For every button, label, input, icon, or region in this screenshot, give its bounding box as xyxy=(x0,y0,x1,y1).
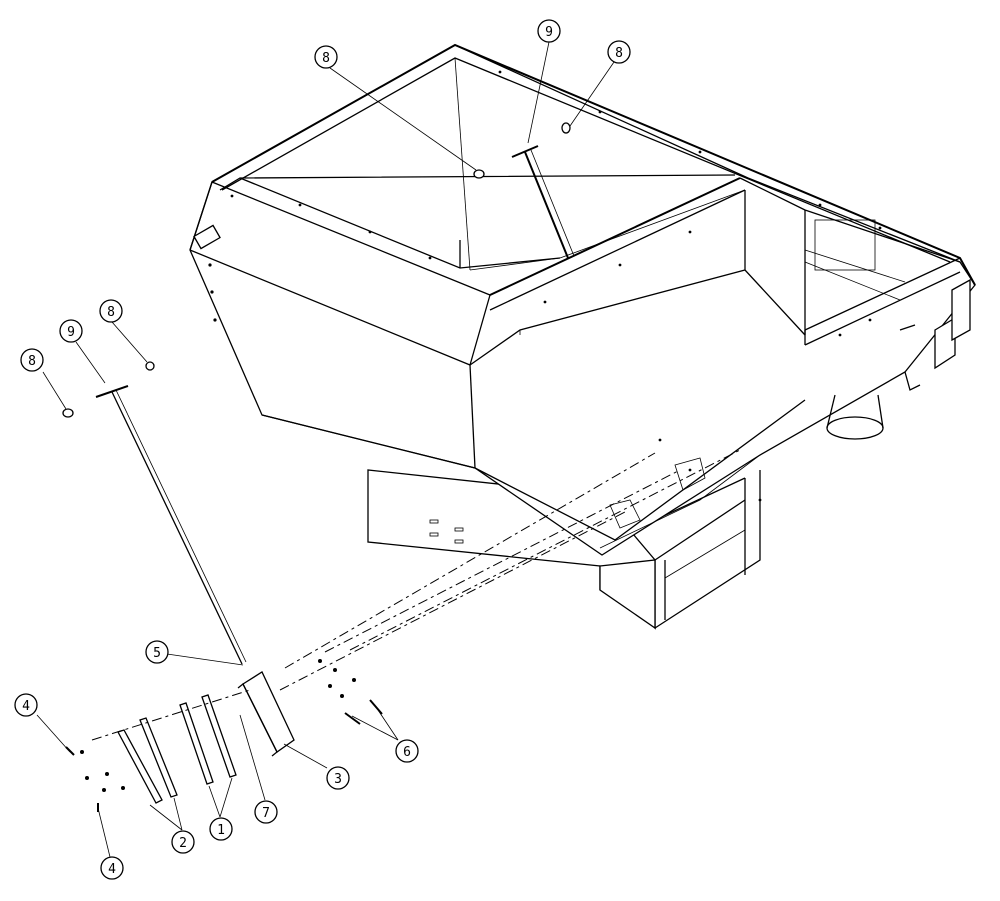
callout-7: 7 xyxy=(254,800,278,824)
handle-lug xyxy=(193,224,221,250)
rim-rivets xyxy=(208,70,882,502)
callout-number: 6 xyxy=(403,745,411,760)
callout-8-top-left: 8 xyxy=(314,45,338,69)
callout-2: 2 xyxy=(171,830,195,854)
discharge-spout xyxy=(826,394,884,440)
long-rod xyxy=(95,385,247,665)
callout-number: 1 xyxy=(217,823,225,838)
callout-8-left-upper: 8 xyxy=(99,299,123,323)
callout-number: 8 xyxy=(615,46,623,61)
callout-6: 6 xyxy=(395,739,419,763)
right-hinge-bracket xyxy=(899,278,971,391)
callout-number: 4 xyxy=(108,862,116,877)
gate-plate xyxy=(242,671,295,753)
callout-number: 8 xyxy=(107,305,115,320)
callout-number: 7 xyxy=(262,806,270,821)
callout-9-left: 9 xyxy=(59,319,83,343)
frame-slots xyxy=(429,519,464,544)
hopper-top-rim xyxy=(211,43,976,286)
inner-rod-assembly xyxy=(473,122,575,259)
callout-number: 9 xyxy=(67,325,75,340)
bolt-left-upper xyxy=(145,361,155,371)
callout-number: 3 xyxy=(334,772,342,787)
hopper-front-left-panel xyxy=(189,44,976,556)
callout-4-upper: 4 xyxy=(14,693,38,717)
callout-4-lower: 4 xyxy=(100,856,124,880)
exploded-parts xyxy=(62,361,741,812)
callout-1: 1 xyxy=(209,817,233,841)
leader-lines xyxy=(36,41,615,858)
callout-3: 3 xyxy=(326,766,350,790)
assembly-center-lines xyxy=(91,449,741,741)
callout-number: 2 xyxy=(179,836,187,851)
small-hardware xyxy=(80,659,356,792)
callout-number: 4 xyxy=(22,699,30,714)
slat-strips xyxy=(117,694,237,804)
bolt-left-lower xyxy=(62,408,74,418)
callout-8-left-lower: 8 xyxy=(20,348,44,372)
callout-9-top: 9 xyxy=(537,19,561,43)
callout-number: 8 xyxy=(322,51,330,66)
hopper-body xyxy=(189,43,976,630)
callout-5: 5 xyxy=(145,640,169,664)
floor-openings xyxy=(599,454,761,549)
callout-8-top-right: 8 xyxy=(607,40,631,64)
callout-number: 8 xyxy=(28,354,36,369)
callout-number: 9 xyxy=(545,25,553,40)
callout-number: 5 xyxy=(153,646,161,661)
